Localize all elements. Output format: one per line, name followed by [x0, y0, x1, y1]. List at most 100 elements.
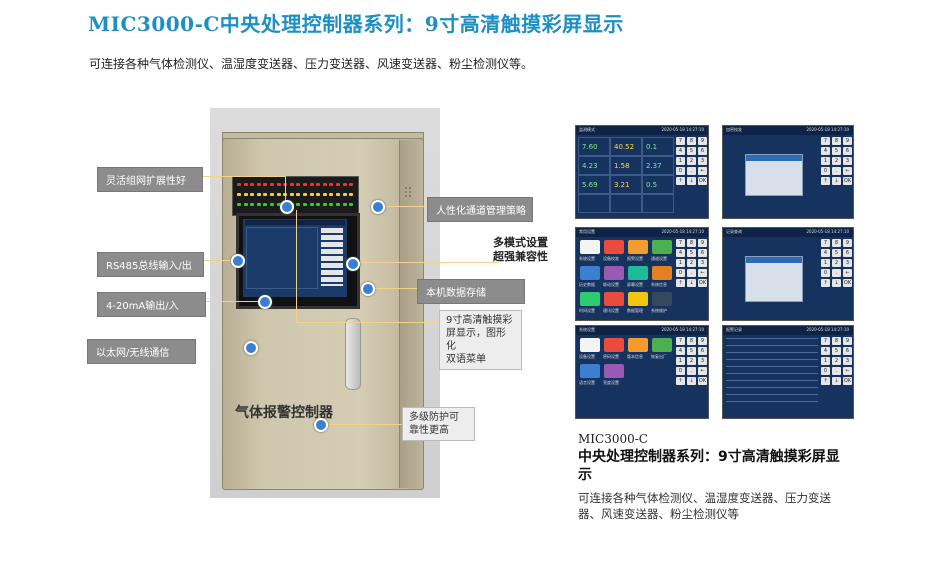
menu-tile-icon[interactable] [580, 338, 600, 352]
keypad-key[interactable]: . [687, 367, 696, 375]
menu-tile-icon[interactable] [580, 266, 600, 280]
keypad-key[interactable]: 1 [821, 357, 830, 365]
menu-tile-icon[interactable] [628, 338, 648, 352]
keypad-key[interactable]: 4 [676, 347, 685, 355]
monitor-cell[interactable]: 7.60 [578, 137, 610, 156]
keypad-key[interactable]: 7 [821, 239, 830, 247]
keypad-key[interactable]: ↑ [821, 177, 830, 185]
menu-tile-icon[interactable] [604, 364, 624, 378]
keypad-key[interactable]: 0 [676, 269, 685, 277]
keypad-key[interactable]: 8 [832, 239, 841, 247]
keypad-key[interactable]: 1 [676, 157, 685, 165]
menu-tile-icon[interactable] [652, 338, 672, 352]
keypad-key[interactable]: 6 [843, 347, 852, 355]
keypad-key[interactable]: 2 [687, 157, 696, 165]
keypad-key[interactable]: 3 [843, 357, 852, 365]
keypad-key[interactable]: 6 [698, 147, 707, 155]
monitor-cell[interactable]: 5.69 [578, 175, 610, 194]
menu-tile-icon[interactable] [628, 292, 648, 306]
keypad-key[interactable]: OK [843, 377, 852, 385]
keypad-key[interactable]: 4 [821, 147, 830, 155]
keypad-key[interactable]: 8 [687, 137, 696, 145]
keypad-key[interactable]: 1 [676, 259, 685, 267]
menu-tile-icon[interactable] [604, 266, 624, 280]
monitor-cell[interactable]: 0.5 [642, 175, 674, 194]
keypad-key[interactable]: 6 [843, 249, 852, 257]
menu-tile-icon[interactable] [652, 292, 672, 306]
table-row[interactable] [726, 373, 818, 374]
keypad-key[interactable]: ← [698, 167, 707, 175]
keypad-key[interactable]: 7 [676, 137, 685, 145]
keypad-key[interactable]: OK [698, 279, 707, 287]
keypad-key[interactable]: 2 [832, 157, 841, 165]
keypad-key[interactable]: 9 [698, 337, 707, 345]
monitor-cell[interactable]: 1.58 [610, 156, 642, 175]
keypad-key[interactable]: 7 [821, 137, 830, 145]
table-row[interactable] [726, 352, 818, 353]
keypad-key[interactable]: 5 [832, 147, 841, 155]
menu-tile-icon[interactable] [652, 240, 672, 254]
keypad-key[interactable]: 4 [821, 347, 830, 355]
keypad-key[interactable]: OK [843, 177, 852, 185]
keypad-key[interactable]: 0 [821, 367, 830, 375]
table-row[interactable] [726, 338, 818, 339]
table-row[interactable] [726, 380, 818, 381]
keypad-key[interactable]: 9 [698, 137, 707, 145]
monitor-cell[interactable]: 3.21 [610, 175, 642, 194]
monitor-cell[interactable]: 2.37 [642, 156, 674, 175]
keypad-key[interactable]: 0 [821, 269, 830, 277]
keypad-key[interactable]: 0 [676, 167, 685, 175]
menu-tile-icon[interactable] [628, 240, 648, 254]
keypad-key[interactable]: 5 [687, 147, 696, 155]
keypad-key[interactable]: OK [698, 177, 707, 185]
table-row[interactable] [726, 387, 818, 388]
keypad-key[interactable]: 3 [843, 259, 852, 267]
keypad-key[interactable]: ↑ [676, 377, 685, 385]
keypad-key[interactable]: 2 [687, 259, 696, 267]
keypad-key[interactable]: 1 [821, 259, 830, 267]
keypad-key[interactable]: 9 [843, 337, 852, 345]
keypad-key[interactable]: OK [843, 279, 852, 287]
keypad-key[interactable]: ↓ [687, 279, 696, 287]
menu-tile-icon[interactable] [580, 364, 600, 378]
keypad-key[interactable]: 4 [676, 147, 685, 155]
keypad-key[interactable]: . [687, 167, 696, 175]
monitor-cell[interactable]: 40.52 [610, 137, 642, 156]
keypad-key[interactable]: ↑ [821, 377, 830, 385]
keypad-key[interactable]: 9 [698, 239, 707, 247]
monitor-cell[interactable]: 4.23 [578, 156, 610, 175]
keypad-key[interactable]: 2 [832, 259, 841, 267]
table-row[interactable] [726, 359, 818, 360]
keypad-key[interactable]: 5 [832, 347, 841, 355]
keypad-key[interactable]: 4 [676, 249, 685, 257]
keypad-key[interactable]: 7 [821, 337, 830, 345]
keypad-key[interactable]: . [832, 269, 841, 277]
keypad-key[interactable]: OK [698, 377, 707, 385]
keypad-key[interactable]: 8 [832, 337, 841, 345]
keypad-key[interactable]: 0 [676, 367, 685, 375]
keypad-key[interactable]: 5 [687, 249, 696, 257]
menu-tile-icon[interactable] [604, 292, 624, 306]
keypad-key[interactable]: 7 [676, 337, 685, 345]
menu-tile-icon[interactable] [628, 266, 648, 280]
keypad-key[interactable]: ← [698, 269, 707, 277]
keypad-key[interactable]: . [687, 269, 696, 277]
keypad-key[interactable]: ↓ [832, 279, 841, 287]
keypad-key[interactable]: ↓ [687, 177, 696, 185]
keypad-key[interactable]: 3 [698, 157, 707, 165]
keypad-key[interactable]: ← [843, 269, 852, 277]
table-row[interactable] [726, 401, 818, 402]
keypad-key[interactable]: 6 [843, 147, 852, 155]
keypad-key[interactable]: ↑ [676, 279, 685, 287]
keypad-key[interactable]: 5 [687, 347, 696, 355]
monitor-cell[interactable] [642, 194, 674, 213]
menu-tile-icon[interactable] [604, 338, 624, 352]
keypad-key[interactable]: 1 [676, 357, 685, 365]
keypad-key[interactable]: 9 [843, 137, 852, 145]
keypad-key[interactable]: ↑ [821, 279, 830, 287]
keypad-key[interactable]: 5 [832, 249, 841, 257]
table-row[interactable] [726, 345, 818, 346]
keypad-key[interactable]: ↑ [676, 177, 685, 185]
keypad-key[interactable]: ← [698, 367, 707, 375]
keypad-key[interactable]: 3 [698, 259, 707, 267]
